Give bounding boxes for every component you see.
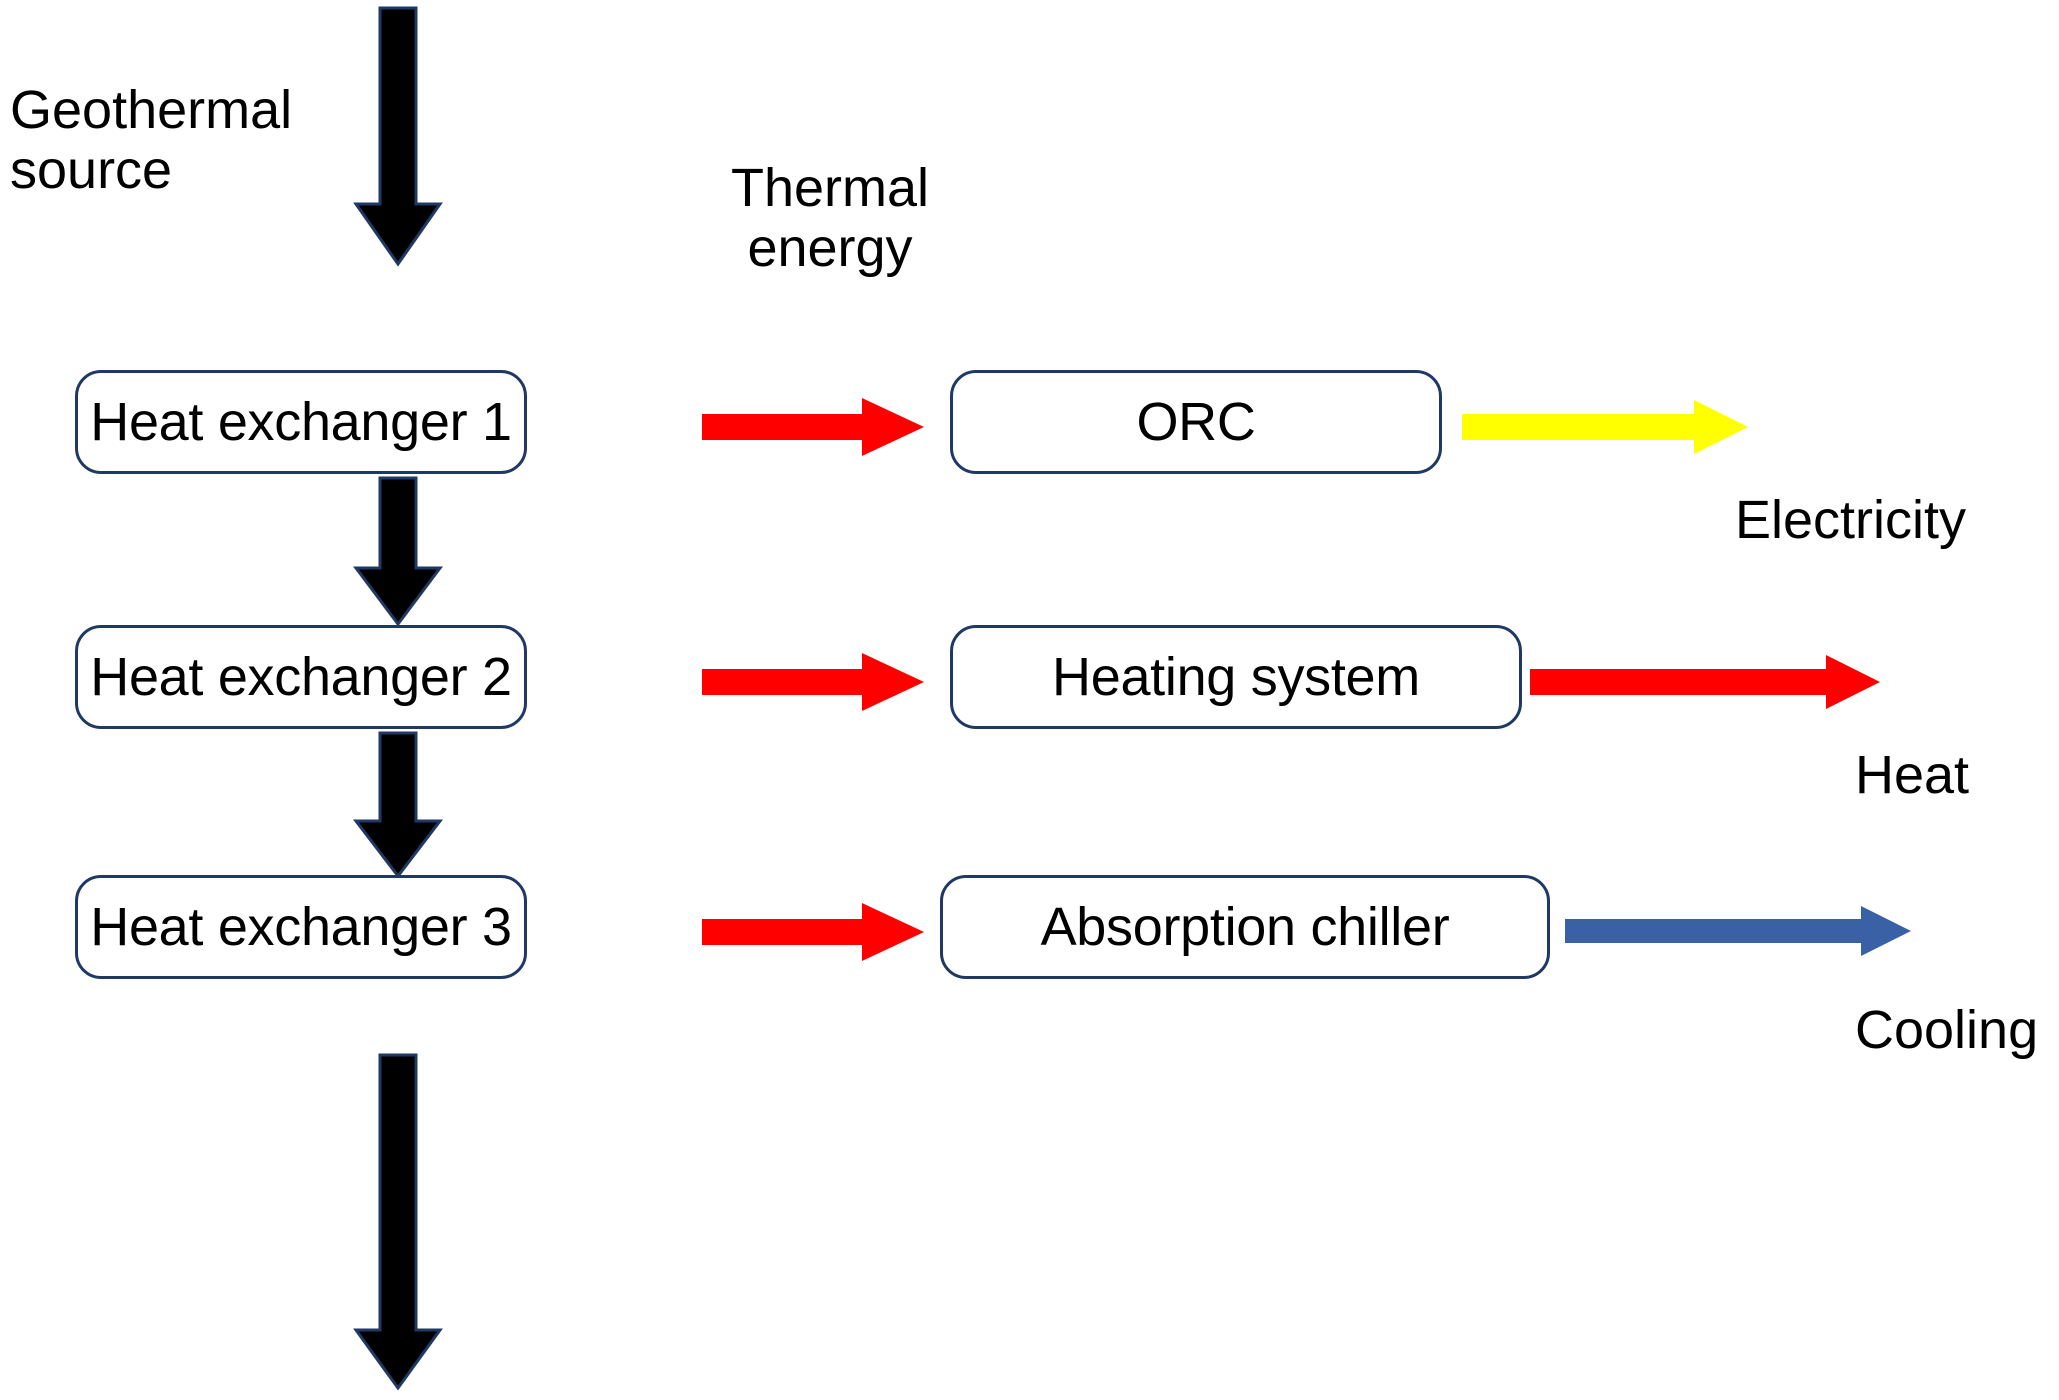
thermal-transfer-arrow-2-icon xyxy=(702,653,924,711)
orc-label: ORC xyxy=(1136,392,1256,452)
electricity-label: Electricity xyxy=(1735,490,1967,550)
heat-output-arrow-icon xyxy=(1530,655,1880,709)
thermal-energy-label: Thermal energy xyxy=(730,158,930,279)
exchanger-1-to-2-arrow-icon xyxy=(353,476,443,627)
geothermal-source-label: Geothermal source xyxy=(10,80,293,201)
geothermal-outflow-arrow-icon xyxy=(353,1053,443,1391)
heat-exchanger-3-label: Heat exchanger 3 xyxy=(90,897,512,957)
absorption-chiller-box[interactable]: Absorption chiller xyxy=(940,875,1550,979)
heat-exchanger-1-box[interactable]: Heat exchanger 1 xyxy=(75,370,527,474)
heat-exchanger-2-box[interactable]: Heat exchanger 2 xyxy=(75,625,527,729)
absorption-chiller-label: Absorption chiller xyxy=(1040,897,1450,957)
geothermal-inflow-arrow-icon xyxy=(353,6,443,267)
orc-box[interactable]: ORC xyxy=(950,370,1442,474)
heat-exchanger-3-box[interactable]: Heat exchanger 3 xyxy=(75,875,527,979)
heating-system-label: Heating system xyxy=(1052,647,1420,707)
heat-exchanger-1-label: Heat exchanger 1 xyxy=(90,392,512,452)
heat-exchanger-2-label: Heat exchanger 2 xyxy=(90,647,512,707)
cooling-output-arrow-icon xyxy=(1565,906,1911,956)
thermal-transfer-arrow-3-icon xyxy=(702,903,924,961)
electricity-output-arrow-icon xyxy=(1462,400,1748,454)
heating-system-box[interactable]: Heating system xyxy=(950,625,1522,729)
cooling-label: Cooling xyxy=(1855,1000,2039,1060)
exchanger-2-to-3-arrow-icon xyxy=(352,731,444,879)
thermal-transfer-arrow-1-icon xyxy=(702,398,924,456)
heat-label: Heat xyxy=(1855,745,1970,805)
